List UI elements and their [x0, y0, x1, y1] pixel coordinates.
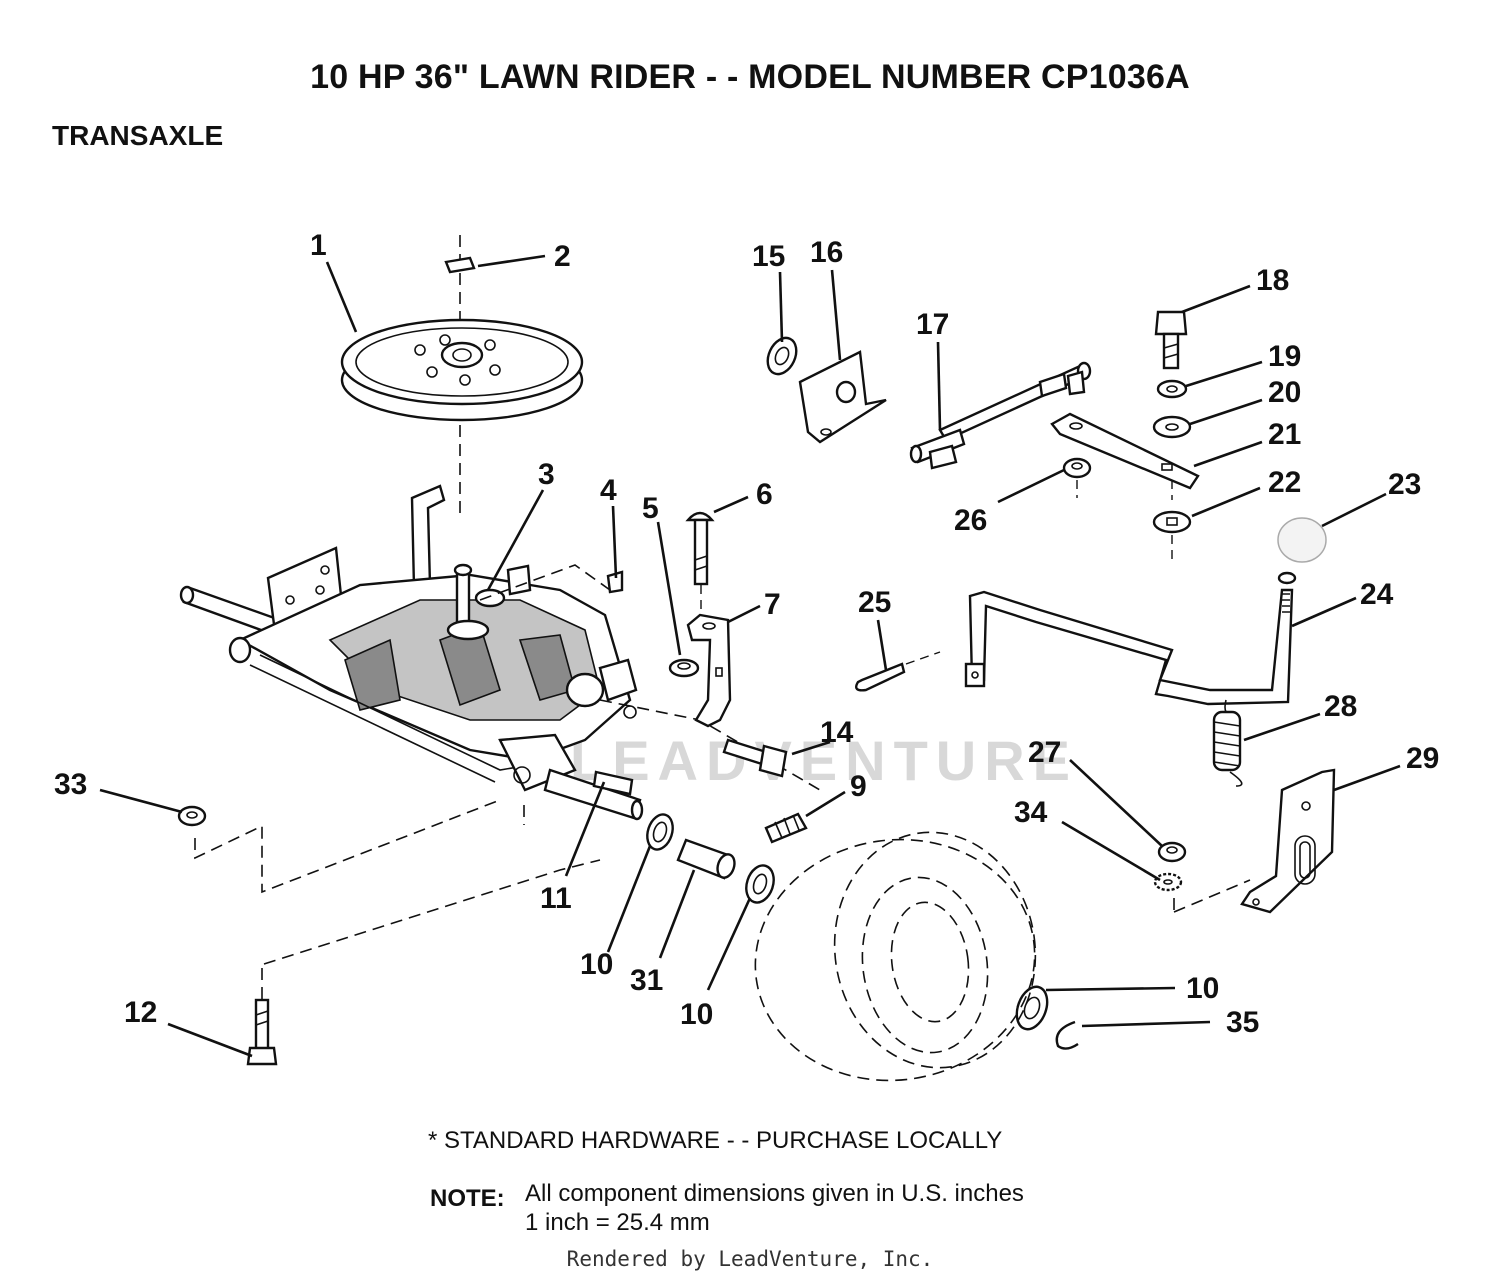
part-lockwasher-34 — [1153, 872, 1183, 892]
leader-lines — [99, 254, 1401, 1058]
part-nut-33 — [177, 805, 207, 827]
callout-34: 34 — [1014, 796, 1048, 829]
callout-10-left: 10 — [580, 948, 613, 981]
watermark-text: LEADVENTURE — [570, 729, 1079, 792]
callout-1: 1 — [310, 229, 327, 262]
callout-33: 33 — [54, 768, 87, 801]
callout-10-right: 10 — [1186, 972, 1219, 1005]
part-washer-10-left — [646, 813, 674, 851]
part-pulley — [340, 235, 584, 520]
part-shift-lever — [964, 571, 1297, 706]
part-nut-26 — [1062, 457, 1092, 498]
part-washer-19 — [1156, 379, 1188, 399]
callout-3: 3 — [538, 458, 555, 491]
callout-12: 12 — [124, 996, 157, 1029]
callout-4: 4 — [600, 474, 617, 507]
callout-17: 17 — [916, 308, 949, 341]
part-e-clip — [1055, 1020, 1079, 1050]
callout-35: 35 — [1226, 1006, 1259, 1039]
part-bracket-29 — [1240, 768, 1336, 914]
page-title: 10 HP 36" LAWN RIDER - - MODEL NUMBER CP… — [310, 58, 1190, 96]
callout-5: 5 — [642, 492, 659, 525]
part-cotter-pin — [855, 651, 941, 692]
render-credit: Rendered by LeadVenture, Inc. — [566, 1247, 934, 1271]
callout-9: 9 — [850, 770, 867, 803]
part-pin — [606, 570, 624, 594]
part-spacer-31 — [676, 838, 736, 880]
callout-22: 22 — [1268, 466, 1301, 499]
callout-11: 11 — [540, 882, 572, 915]
part-nut-27 — [1157, 841, 1187, 863]
part-bolt-14 — [722, 738, 788, 778]
callout-23: 23 — [1388, 468, 1421, 501]
callout-6: 6 — [756, 478, 773, 511]
callout-27: 27 — [1028, 736, 1061, 769]
part-knob-23 — [1277, 517, 1327, 563]
callout-21: 21 — [1268, 418, 1301, 451]
part-bolt-18 — [1154, 310, 1188, 370]
part-bolt-12 — [246, 998, 278, 1066]
part-spring-28 — [1212, 699, 1243, 787]
part-key-11 — [592, 770, 634, 796]
part-plate-21 — [1050, 412, 1200, 500]
callout-31: 31 — [630, 964, 663, 997]
callout-19: 19 — [1268, 340, 1301, 373]
callout-25: 25 — [858, 586, 891, 619]
standard-hardware-note: * STANDARD HARDWARE - - PURCHASE LOCALLY — [428, 1127, 1003, 1154]
section-title: TRANSAXLE — [52, 120, 224, 151]
callout-15: 15 — [752, 240, 785, 273]
callout-26: 26 — [954, 504, 987, 537]
part-shift-rod — [909, 361, 1092, 470]
part-wheel-outline — [754, 831, 1037, 1082]
note-line-2: 1 inch = 25.4 mm — [525, 1209, 710, 1236]
part-spring-9 — [764, 812, 808, 844]
note-label: NOTE: — [430, 1185, 505, 1212]
part-washer-22 — [1152, 510, 1192, 560]
callout-28: 28 — [1324, 690, 1357, 723]
part-bracket-16 — [798, 350, 887, 444]
callout-10-mid: 10 — [680, 998, 713, 1031]
part-washer-10-right — [1015, 985, 1049, 1031]
part-carriage-bolt — [685, 511, 715, 620]
part-key — [444, 256, 476, 274]
callout-29: 29 — [1406, 742, 1439, 775]
part-washer-15 — [766, 336, 798, 376]
callout-20: 20 — [1268, 376, 1301, 409]
part-washer-10-mid — [745, 864, 775, 904]
callout-2: 2 — [554, 240, 571, 273]
callout-16: 16 — [810, 236, 843, 269]
callout-7: 7 — [764, 588, 781, 621]
part-bracket-7 — [686, 613, 732, 728]
callout-24: 24 — [1360, 578, 1394, 611]
part-washer-20 — [1152, 415, 1192, 439]
callout-18: 18 — [1256, 264, 1289, 297]
note-line-1: All component dimensions given in U.S. i… — [525, 1180, 1024, 1207]
part-nut-5 — [668, 658, 700, 678]
callout-14: 14 — [820, 716, 854, 749]
part-transaxle — [179, 484, 644, 821]
